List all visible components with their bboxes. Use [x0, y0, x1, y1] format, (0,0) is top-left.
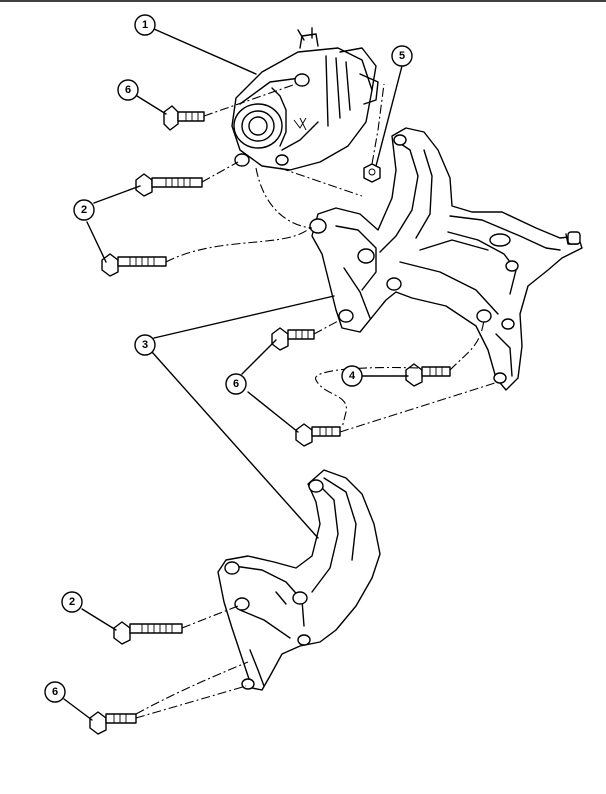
callout-5-label: 5 — [399, 50, 405, 62]
callouts: 1 5 6 2 3 6 4 2 — [44, 14, 413, 703]
callout-4: 4 — [341, 365, 363, 387]
callout-6-lower: 6 — [44, 681, 66, 703]
nut-5 — [363, 163, 381, 183]
callout-2-upper-label: 2 — [81, 204, 87, 216]
callout-1: 1 — [134, 14, 156, 36]
callout-3: 3 — [134, 334, 156, 356]
bolt-6-lower — [89, 711, 137, 735]
bolt-6-mid-b — [295, 423, 341, 447]
bolt-2-upper-a — [135, 173, 203, 197]
callout-2-lower: 2 — [61, 591, 83, 613]
bolt-2-upper-b — [101, 253, 167, 277]
upper-bracket — [309, 127, 583, 391]
callout-2-upper: 2 — [73, 199, 95, 221]
callout-3-label: 3 — [142, 339, 148, 351]
bolt-6-mid-a — [271, 327, 315, 351]
callout-6-mid-label: 6 — [233, 378, 239, 390]
assembly-lines — [135, 83, 499, 719]
callout-1-label: 1 — [142, 19, 148, 31]
callout-6-lower-label: 6 — [52, 686, 58, 698]
bolt-2-lower — [113, 621, 183, 645]
leader-lines — [63, 28, 409, 721]
alternator — [231, 27, 379, 171]
bolt-6-top — [163, 105, 205, 131]
callout-6-mid: 6 — [225, 373, 247, 395]
callout-6-top: 6 — [117, 79, 139, 101]
lower-bracket — [217, 469, 381, 691]
bolt-4 — [405, 363, 451, 387]
callout-2-lower-label: 2 — [69, 596, 75, 608]
callout-6-top-label: 6 — [125, 84, 131, 96]
callout-4-label: 4 — [349, 370, 356, 382]
callout-5: 5 — [391, 45, 413, 67]
